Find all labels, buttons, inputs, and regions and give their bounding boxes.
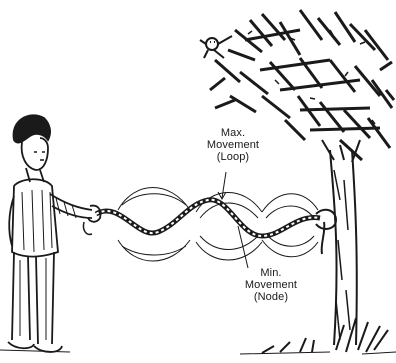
pointer-lines: [217, 171, 249, 269]
boy-hand: [87, 204, 102, 223]
max-movement-line2: Movement: [206, 139, 260, 151]
monkey-in-tree: [199, 35, 233, 59]
min-movement-label: Min. Movement (Node): [226, 267, 316, 303]
max-pointer: [221, 171, 227, 199]
max-movement-line3: (Loop): [216, 151, 250, 163]
boy-legs: [11, 251, 55, 345]
min-movement-line2: Movement: [244, 279, 298, 291]
min-movement-line1: Min.: [260, 267, 282, 279]
max-pointer-arrow: [217, 191, 227, 201]
loop-motion-lines: [117, 187, 319, 262]
min-movement-line3: (Node): [253, 291, 289, 303]
grass: [261, 317, 389, 354]
tree-canopy: [209, 9, 396, 162]
boy-arm: [49, 193, 93, 219]
boy-face: [20, 137, 49, 171]
min-pointer: [237, 225, 249, 269]
rope-knot: [315, 208, 338, 255]
ground-line: [239, 351, 396, 355]
max-movement-line1: Max.: [220, 127, 246, 139]
boy-shirt: [11, 178, 59, 258]
rope: [94, 197, 321, 239]
tree: [199, 9, 396, 355]
tree-canopy-dots: [247, 29, 376, 125]
tree-trunk: [321, 139, 361, 346]
max-movement-label: Max. Movement (Loop): [188, 127, 278, 163]
boy: [0, 114, 102, 353]
boy-feet: [7, 341, 63, 353]
boy-hair: [12, 114, 51, 144]
